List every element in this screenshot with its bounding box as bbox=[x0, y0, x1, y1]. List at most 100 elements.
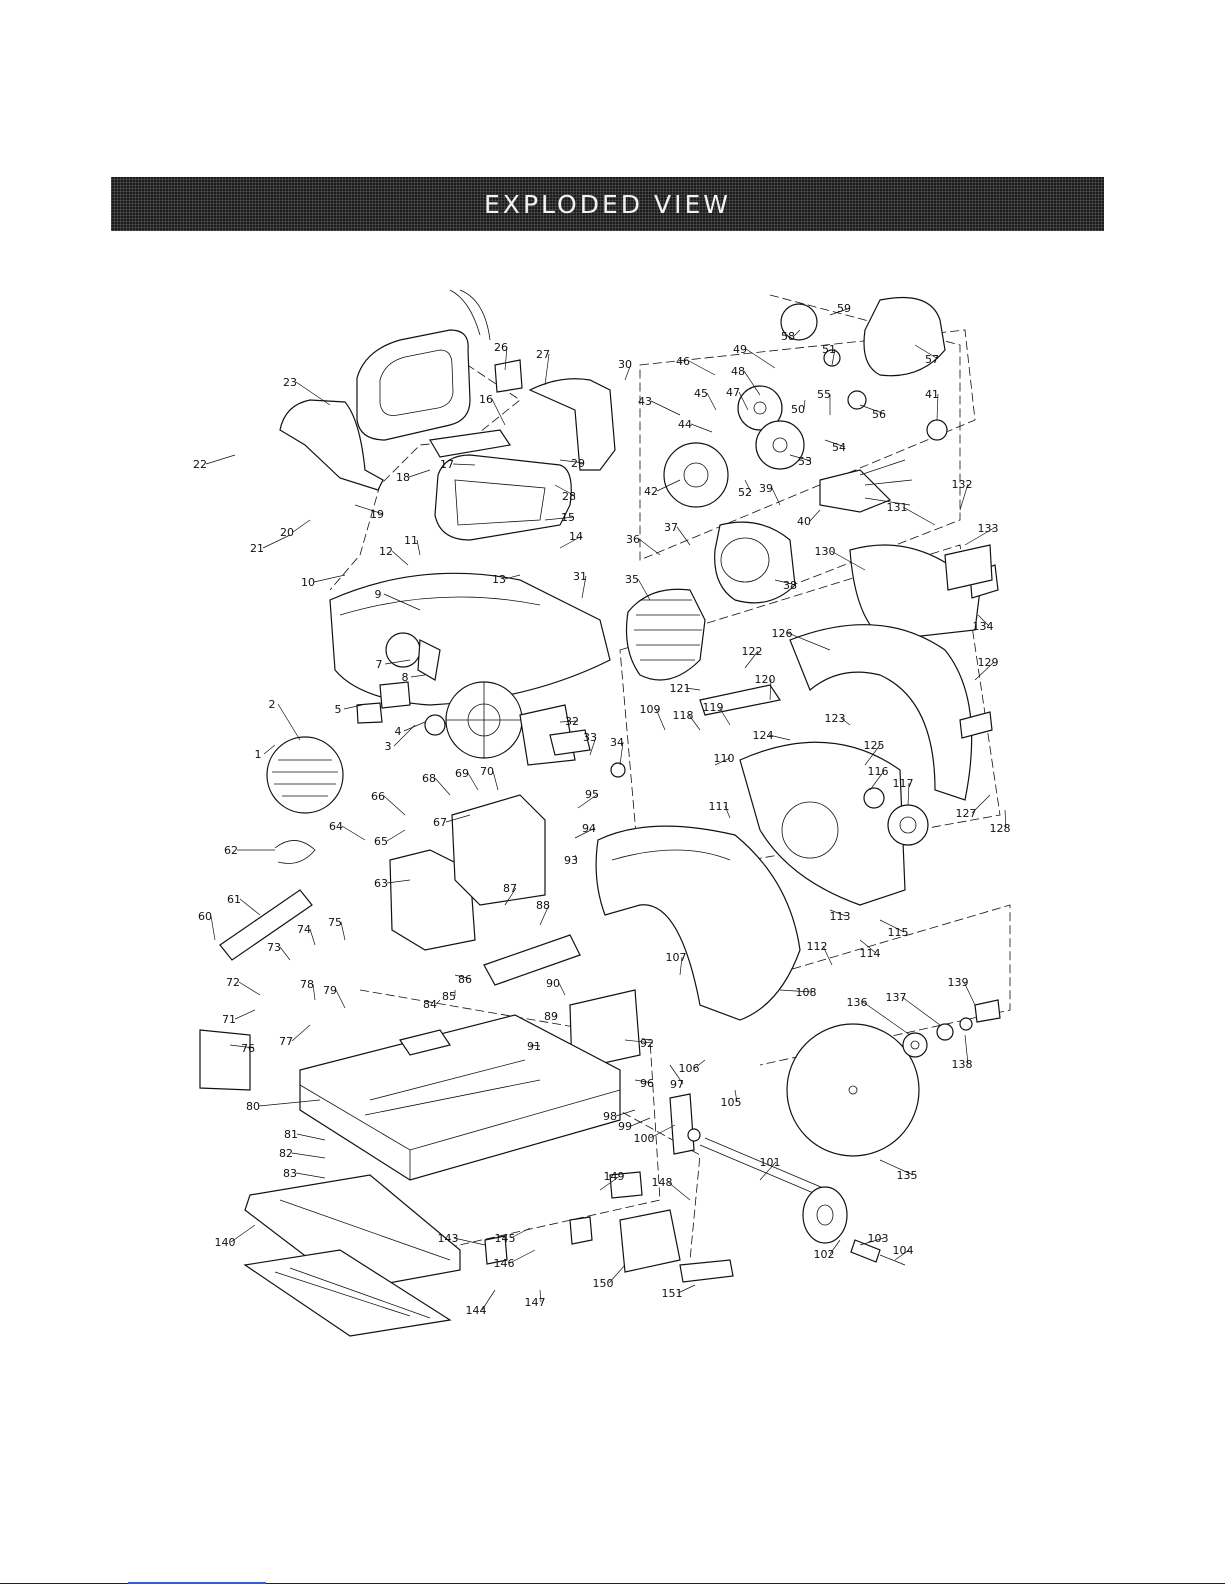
leader-line-140 bbox=[230, 1224, 256, 1243]
part-label-96: 96 bbox=[640, 1077, 654, 1090]
part-label-116: 116 bbox=[868, 765, 889, 778]
leader-line-112 bbox=[822, 945, 833, 966]
part-label-36: 36 bbox=[626, 533, 640, 546]
part-label-76: 76 bbox=[241, 1042, 255, 1055]
part-label-91: 91 bbox=[527, 1040, 541, 1053]
part-label-20: 20 bbox=[280, 526, 294, 539]
part-label-143: 143 bbox=[438, 1232, 459, 1245]
part-label-151: 151 bbox=[662, 1287, 683, 1300]
part-label-78: 78 bbox=[300, 978, 314, 991]
part-label-27: 27 bbox=[536, 348, 550, 361]
arm-group bbox=[266, 572, 626, 814]
part-label-92: 92 bbox=[640, 1037, 654, 1050]
leader-line-1 bbox=[263, 744, 276, 755]
part-label-95: 95 bbox=[585, 788, 599, 801]
leader-line-11 bbox=[416, 539, 421, 556]
part-label-138: 138 bbox=[952, 1058, 973, 1071]
part-label-3: 3 bbox=[385, 740, 392, 753]
part-label-61: 61 bbox=[227, 893, 241, 906]
leader-line-145 bbox=[510, 1227, 531, 1239]
part-label-147: 147 bbox=[525, 1296, 546, 1309]
blade-group bbox=[786, 999, 1001, 1157]
part-label-146: 146 bbox=[494, 1257, 515, 1270]
leader-line-66 bbox=[383, 795, 406, 816]
leader-line-143 bbox=[453, 1237, 486, 1246]
leader-line-39 bbox=[771, 487, 781, 506]
leader-line-14 bbox=[559, 535, 583, 549]
leader-line-131 bbox=[902, 506, 936, 526]
part-label-93: 93 bbox=[564, 854, 578, 867]
leader-line-139 bbox=[963, 981, 976, 1006]
leader-line-98 bbox=[615, 1109, 636, 1117]
leader-line-40 bbox=[809, 509, 821, 522]
part-label-4: 4 bbox=[395, 725, 402, 738]
part-label-130: 130 bbox=[815, 545, 836, 558]
leader-line-95 bbox=[577, 793, 599, 809]
part-label-127: 127 bbox=[956, 807, 977, 820]
leader-line-29 bbox=[559, 459, 585, 464]
leader-line-15 bbox=[544, 516, 575, 521]
leader-line-17 bbox=[452, 463, 476, 466]
part-label-139: 139 bbox=[948, 976, 969, 989]
leader-line-82 bbox=[291, 1152, 326, 1159]
leader-line-149 bbox=[599, 1175, 621, 1191]
part-label-8: 8 bbox=[402, 671, 409, 684]
leader-line-58 bbox=[793, 329, 801, 337]
part-label-19: 19 bbox=[370, 508, 384, 521]
part-label-43: 43 bbox=[638, 395, 652, 408]
part-label-117: 117 bbox=[893, 777, 914, 790]
leader-line-7 bbox=[384, 659, 411, 665]
part-label-57: 57 bbox=[925, 353, 939, 366]
leader-line-74 bbox=[309, 928, 316, 946]
leader-line-151 bbox=[677, 1284, 696, 1294]
part-label-90: 90 bbox=[546, 977, 560, 990]
leader-line-97 bbox=[669, 1064, 684, 1085]
leader-line-63 bbox=[386, 879, 411, 884]
leader-line-69 bbox=[467, 772, 479, 791]
leader-line-133 bbox=[964, 527, 995, 546]
leader-line-32 bbox=[559, 720, 579, 723]
leader-line-34 bbox=[619, 741, 624, 766]
part-label-149: 149 bbox=[604, 1170, 625, 1183]
part-label-45: 45 bbox=[694, 387, 708, 400]
footer-link-underline bbox=[128, 1582, 266, 1584]
leader-line-65 bbox=[386, 829, 406, 842]
leader-line-75 bbox=[340, 921, 346, 941]
part-label-10: 10 bbox=[301, 576, 315, 589]
leader-line-101 bbox=[759, 1161, 777, 1181]
leader-line-109 bbox=[655, 708, 666, 731]
leader-line-61 bbox=[239, 898, 261, 916]
part-label-122: 122 bbox=[742, 645, 763, 658]
part-label-52: 52 bbox=[738, 486, 752, 499]
part-label-35: 35 bbox=[625, 573, 639, 586]
leader-line-91 bbox=[529, 1044, 541, 1047]
leader-line-46 bbox=[688, 360, 716, 376]
part-label-132: 132 bbox=[952, 478, 973, 491]
leader-line-87 bbox=[504, 887, 517, 906]
leader-line-150 bbox=[608, 1264, 626, 1284]
part-label-9: 9 bbox=[375, 588, 382, 601]
leader-line-5 bbox=[343, 704, 363, 710]
part-label-18: 18 bbox=[396, 471, 410, 484]
part-label-33: 33 bbox=[583, 731, 597, 744]
leader-line-49 bbox=[745, 348, 776, 369]
part-label-82: 82 bbox=[279, 1147, 293, 1160]
part-label-79: 79 bbox=[323, 984, 337, 997]
footer-rule bbox=[0, 1583, 1225, 1584]
leader-line-33 bbox=[589, 736, 597, 756]
part-label-62: 62 bbox=[224, 844, 238, 857]
leader-line-88 bbox=[539, 904, 550, 926]
part-label-11: 11 bbox=[404, 534, 418, 547]
leader-line-138 bbox=[964, 1034, 969, 1065]
part-label-97: 97 bbox=[670, 1078, 684, 1091]
part-label-46: 46 bbox=[676, 355, 690, 368]
leader-line-118 bbox=[688, 714, 701, 731]
part-label-110: 110 bbox=[714, 752, 735, 765]
leader-line-18 bbox=[408, 469, 431, 478]
part-label-69: 69 bbox=[455, 767, 469, 780]
leader-line-27 bbox=[544, 353, 550, 386]
leader-line-48 bbox=[743, 370, 761, 396]
part-label-30: 30 bbox=[618, 358, 632, 371]
leader-line-21 bbox=[262, 534, 291, 549]
part-label-44: 44 bbox=[678, 418, 692, 431]
